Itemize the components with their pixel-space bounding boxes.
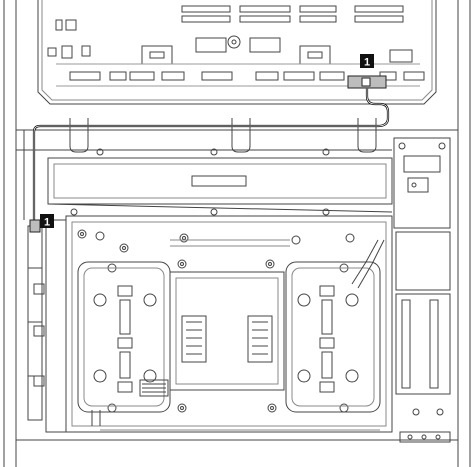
left-cable-connector: [29, 219, 41, 233]
system-board-top: [3, 0, 471, 108]
chassis-bottom-rail: [3, 439, 471, 467]
processor-cooling-assembly: [65, 215, 393, 433]
callout-top-label: 1: [364, 57, 370, 69]
top-cable-connector: [347, 75, 387, 89]
right-expansion-area: [393, 137, 451, 443]
left-fan-column: [27, 219, 67, 433]
cable-route: [32, 88, 390, 222]
callout-left: 1: [40, 214, 54, 229]
cable-route-inner: [33, 88, 389, 222]
air-baffle: [47, 157, 393, 216]
callout-left-label: 1: [44, 217, 50, 229]
chassis-mid-band: [3, 108, 471, 440]
callout-top: 1: [360, 54, 374, 69]
